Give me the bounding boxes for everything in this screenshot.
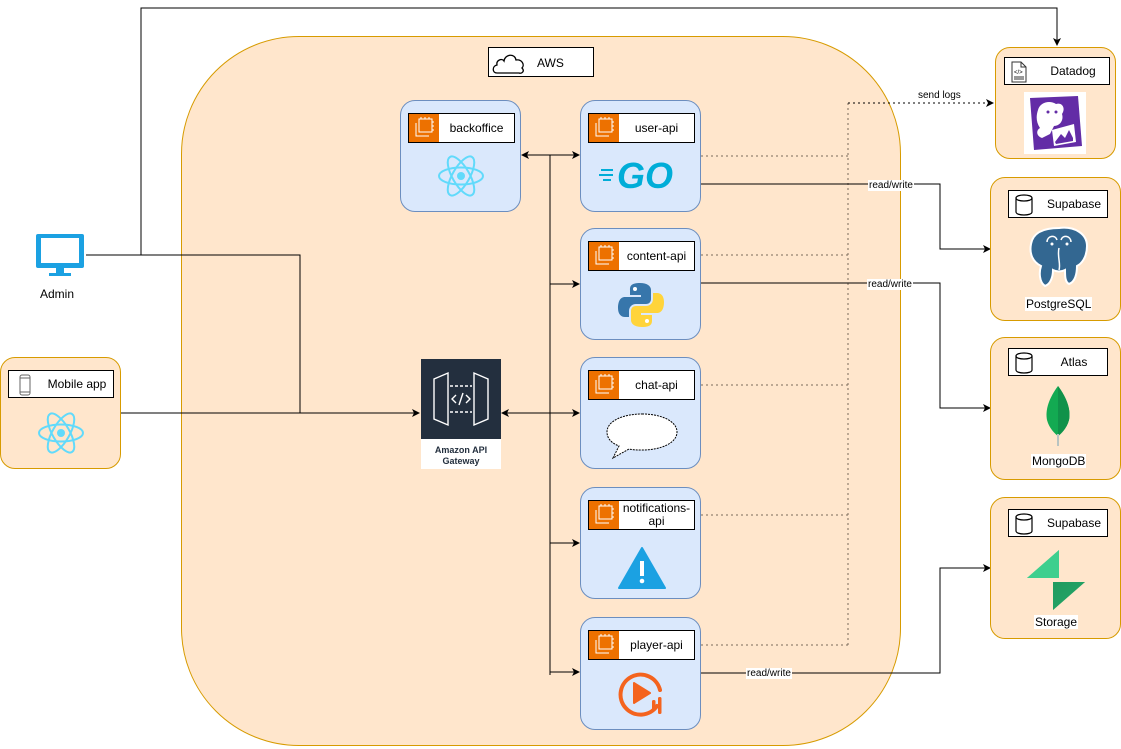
postgresql-logo — [1029, 226, 1089, 288]
react-logo — [38, 412, 84, 454]
service-label: backoffice — [449, 120, 504, 135]
admin-client[interactable] — [34, 233, 88, 281]
api-gateway[interactable]: Amazon API Gateway — [421, 359, 501, 469]
service-label: notifications-api — [622, 501, 691, 528]
service-notifications-api[interactable]: notifications-api — [580, 487, 701, 599]
api-gateway-label-2: Gateway — [442, 456, 480, 466]
admin-label: Admin — [40, 287, 75, 301]
mongodb-caption: MongoDB — [1031, 454, 1087, 468]
code-file-icon: </> — [1011, 61, 1027, 83]
phone-icon — [19, 374, 31, 396]
database-icon — [1015, 194, 1033, 216]
ec2-icon — [589, 242, 619, 270]
supabase-storage-title: Supabase — [1046, 516, 1102, 530]
ec2-icon — [409, 114, 439, 142]
warning-icon — [618, 547, 666, 589]
aws-label-text: AWS — [537, 56, 564, 70]
external-atlas[interactable]: Atlas MongoDB — [990, 337, 1121, 480]
edge-label-read-write-user: read/write — [868, 180, 914, 191]
datadog-logo — [1024, 92, 1086, 154]
storage-caption: Storage — [1034, 615, 1079, 629]
external-datadog[interactable]: </> Datadog — [995, 47, 1116, 159]
external-supabase-storage[interactable]: Supabase Storage — [990, 497, 1121, 639]
aws-label: AWS — [488, 47, 594, 77]
player-icon — [618, 672, 662, 717]
api-gateway-label-1: Amazon API — [434, 445, 488, 455]
postgresql-caption: PostgreSQL — [1025, 297, 1093, 311]
react-logo — [438, 155, 484, 197]
database-icon — [1015, 513, 1033, 535]
service-backoffice[interactable]: backoffice — [400, 100, 521, 212]
monitor-icon — [36, 234, 84, 276]
service-label: chat-api — [635, 377, 678, 392]
service-user-api[interactable]: user-api GO — [580, 100, 701, 212]
edge-label-read-write-content: read/write — [867, 279, 913, 290]
database-icon — [1015, 352, 1033, 374]
supabase-db-title: Supabase — [1046, 197, 1102, 211]
service-label: content-api — [626, 248, 687, 263]
ec2-icon — [589, 501, 619, 529]
service-label: user-api — [634, 120, 679, 135]
service-content-api[interactable]: content-api — [580, 228, 701, 340]
atlas-title: Atlas — [1060, 355, 1088, 369]
go-logo: GO — [599, 156, 673, 192]
speech-bubble-icon — [606, 413, 678, 460]
datadog-title: Datadog — [1050, 64, 1096, 78]
ec2-icon — [589, 631, 619, 659]
aws-region — [181, 36, 901, 746]
supabase-logo — [1027, 550, 1085, 610]
ec2-icon — [589, 114, 619, 142]
mongodb-logo — [1046, 386, 1070, 446]
svg-text:GO: GO — [617, 156, 673, 192]
python-logo — [618, 283, 664, 327]
mobile-app-label: Mobile app — [47, 377, 107, 391]
mobile-app-client[interactable]: Mobile app — [0, 357, 121, 469]
service-player-api[interactable]: player-api — [580, 617, 701, 730]
service-label: player-api — [630, 637, 683, 652]
service-chat-api[interactable]: chat-api — [580, 357, 701, 469]
edge-label-send-logs: send logs — [918, 90, 961, 101]
api-gateway-icon — [421, 359, 501, 439]
external-supabase-db[interactable]: Supabase PostgreSQL — [990, 177, 1121, 321]
cloud-icon — [492, 54, 524, 74]
edge-label-read-write-player: read/write — [746, 668, 792, 679]
ec2-icon — [589, 371, 619, 399]
svg-text:</>: </> — [1014, 70, 1023, 76]
